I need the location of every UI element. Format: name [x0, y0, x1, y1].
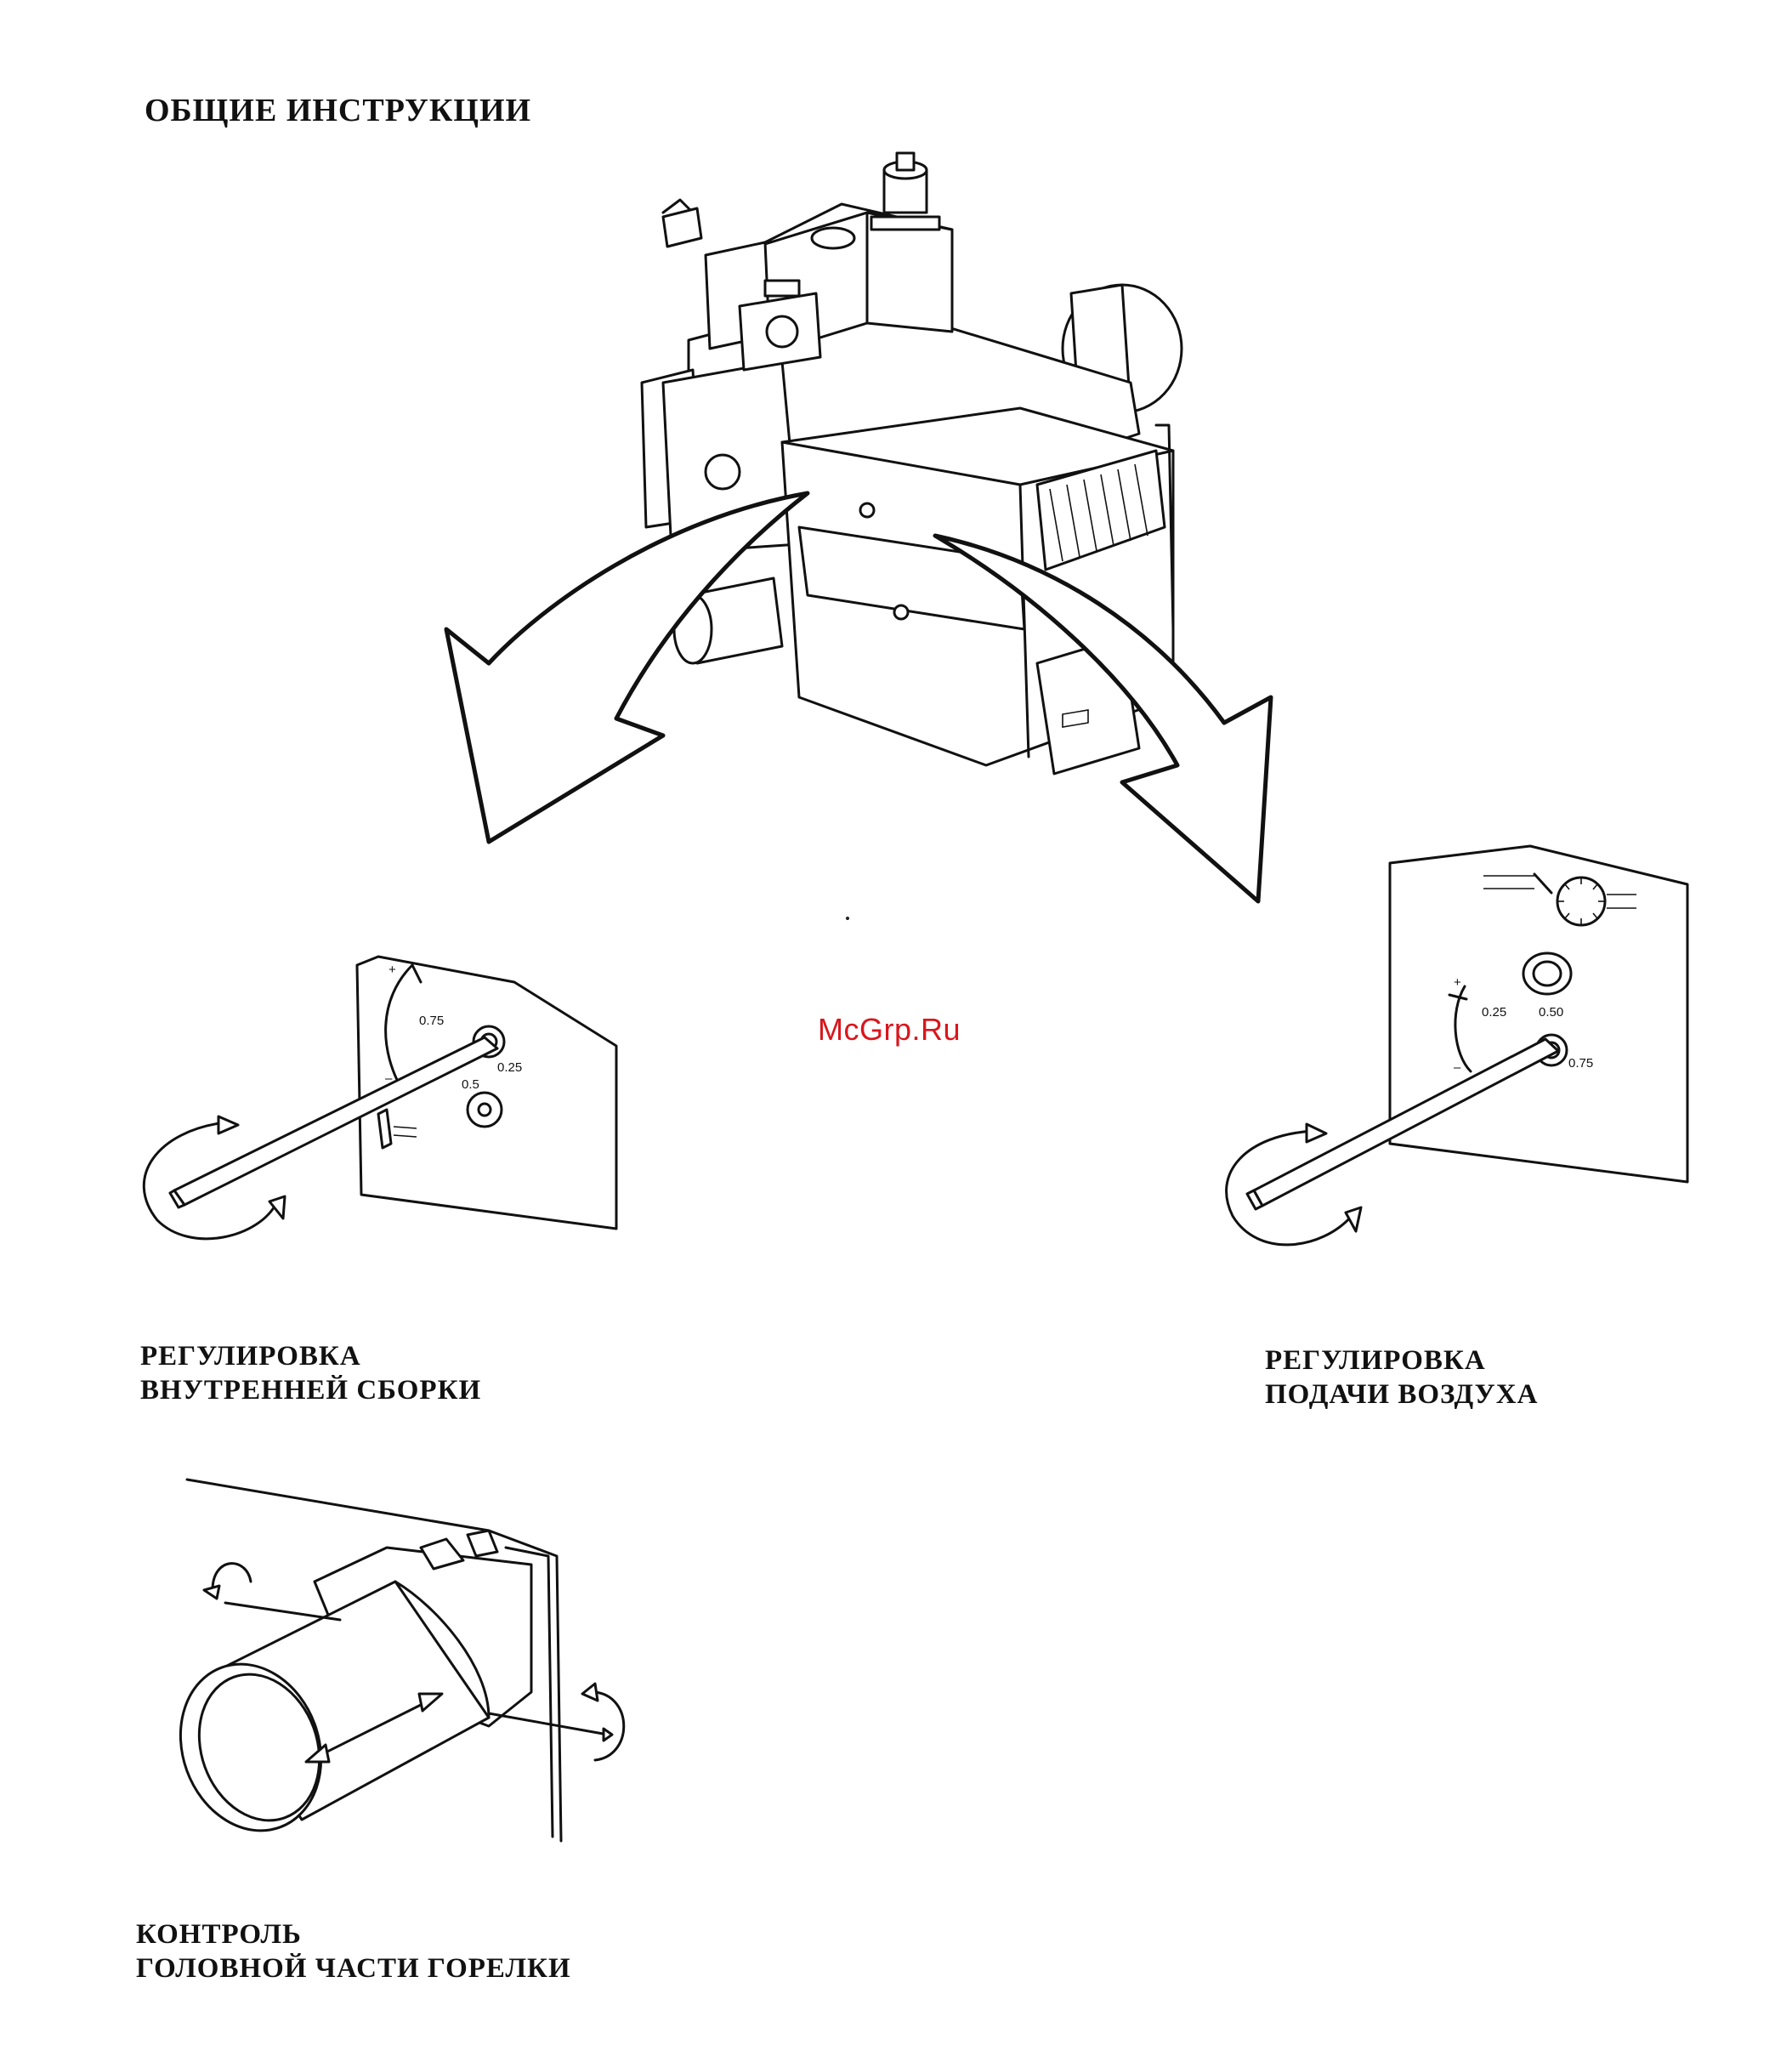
caption-line: ГОЛОВНОЙ ЧАСТИ ГОРЕЛКИ: [136, 1951, 571, 1985]
caption-line: РЕГУЛИРОВКА: [1265, 1343, 1538, 1378]
dial-plus-label: +: [388, 963, 396, 977]
caption-burner-head: КОНТРОЛЬ ГОЛОВНОЙ ЧАСТИ ГОРЕЛКИ: [136, 1917, 571, 1985]
burner-head-control-illustration: [132, 1463, 650, 1854]
dial-minus-label-air: –: [1454, 1060, 1461, 1075]
caption-line: ПОДАЧИ ВОЗДУХА: [1265, 1378, 1538, 1412]
burner-assembly-illustration: [408, 153, 1292, 918]
dial-tick-right: 0.25: [497, 1060, 522, 1075]
dial-tick-top-air: 0.50: [1539, 1005, 1563, 1020]
caption-inner-assembly: РЕГУЛИРОВКА ВНУТРЕННЕЙ СБОРКИ: [140, 1339, 481, 1407]
inner-assembly-adjustment-illustration: + – 0.75 0.25 0.5: [123, 948, 625, 1246]
watermark: McGrp.Ru: [818, 1012, 961, 1048]
caption-line: РЕГУЛИРОВКА: [140, 1339, 481, 1373]
dial-plus-label-air: +: [1454, 975, 1461, 990]
page-title: ОБЩИЕ ИНСТРУКЦИИ: [145, 92, 531, 129]
dial-tick-low: 0.5: [462, 1077, 479, 1092]
caption-line: КОНТРОЛЬ: [136, 1917, 571, 1951]
dial-tick-right-air: 0.75: [1568, 1056, 1593, 1071]
dial-tick-mid: 0.75: [419, 1014, 444, 1028]
speck: [846, 917, 849, 920]
caption-line: ВНУТРЕННЕЙ СБОРКИ: [140, 1373, 481, 1407]
dial-tick-left-air: 0.25: [1482, 1005, 1506, 1020]
caption-air-supply: РЕГУЛИРОВКА ПОДАЧИ ВОЗДУХА: [1265, 1343, 1538, 1412]
air-supply-adjustment-illustration: + – 0.25 0.50 0.75: [1194, 842, 1713, 1275]
